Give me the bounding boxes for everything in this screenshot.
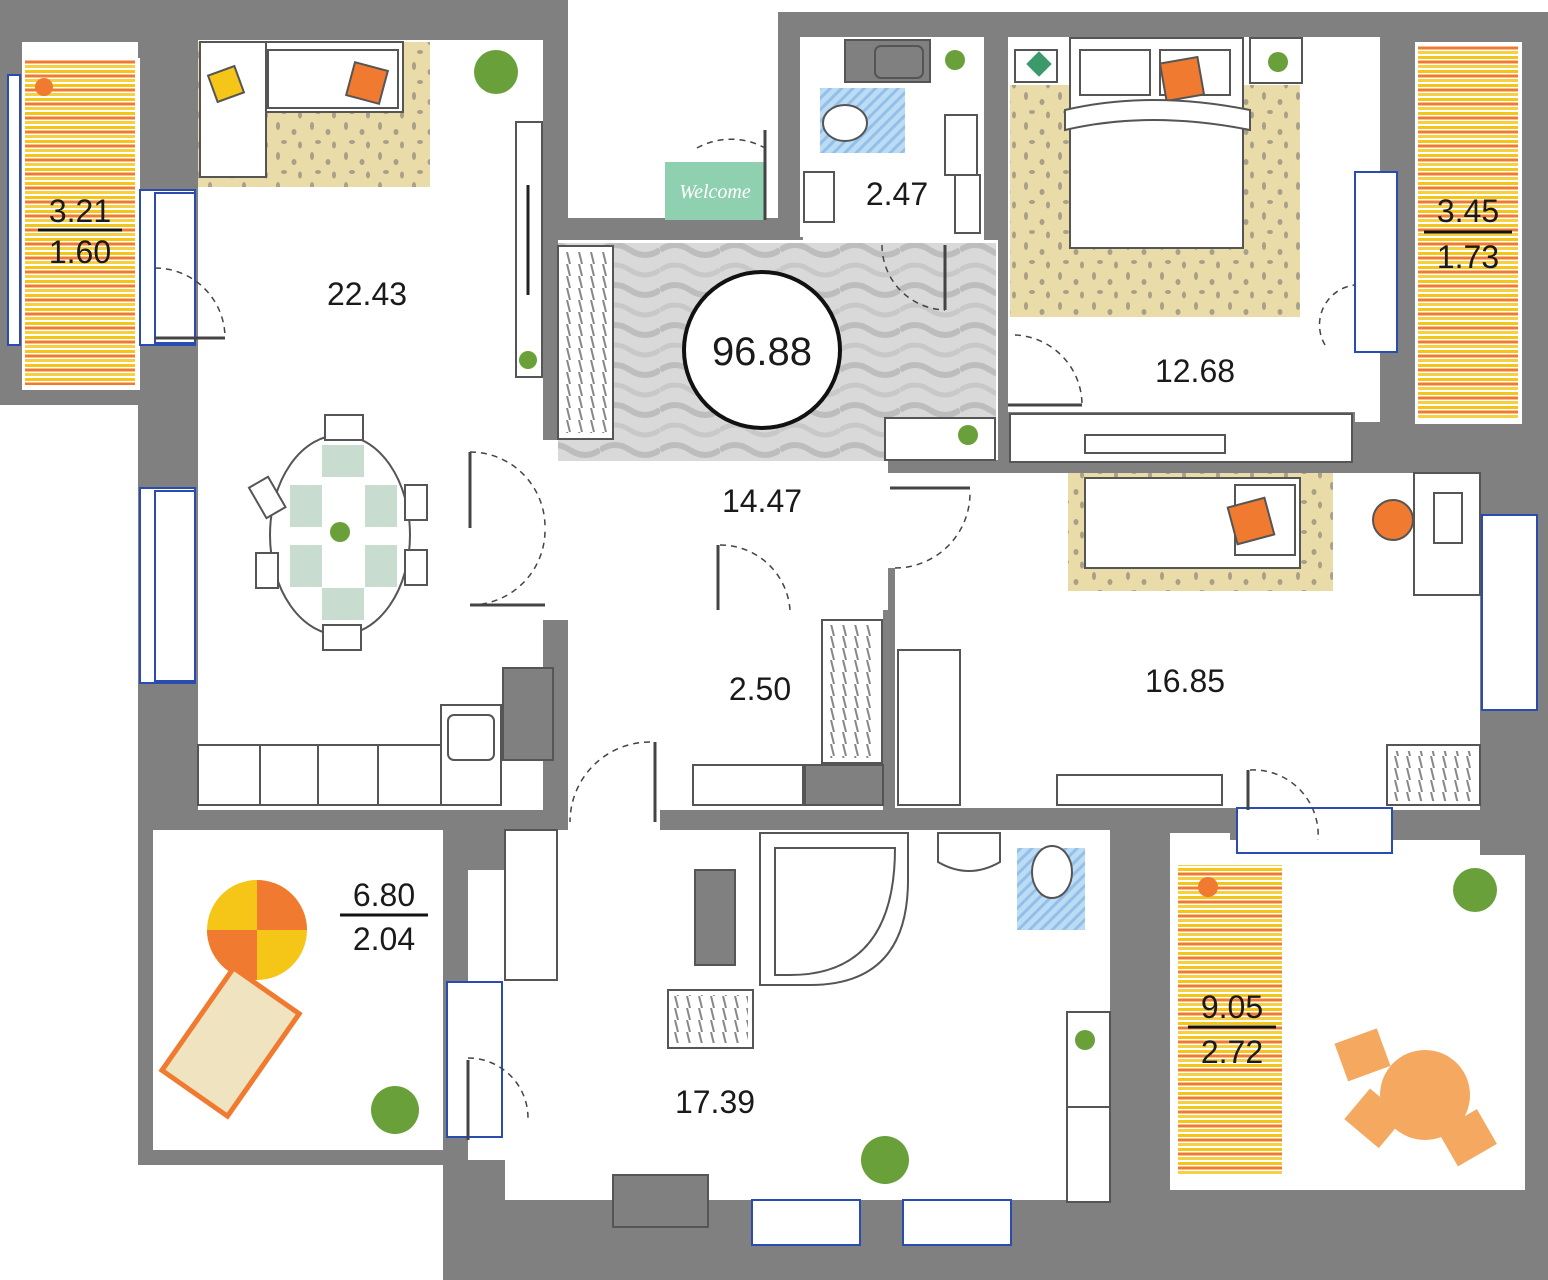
balcony-labels: 3.21 1.60 3.45 1.73 6.80 2.04 9.05 2.72 bbox=[38, 193, 1512, 1070]
sofa bbox=[199, 41, 404, 178]
parasol bbox=[207, 880, 307, 980]
ball-icon bbox=[35, 78, 1218, 897]
double-bed bbox=[884, 37, 1353, 463]
balcony-left-reduced: 1.60 bbox=[49, 234, 111, 270]
main-bathroom-area: 17.39 bbox=[675, 1084, 755, 1120]
desk bbox=[1372, 472, 1481, 596]
small-bathroom-area: 2.47 bbox=[866, 176, 928, 212]
small-bathroom-fixtures bbox=[803, 39, 981, 234]
terrace-right-total: 9.05 bbox=[1201, 989, 1263, 1025]
windows bbox=[7, 74, 1538, 1246]
tv-stand bbox=[515, 121, 543, 378]
living-kitchen-area: 22.43 bbox=[327, 276, 407, 312]
main-bathroom-fixtures bbox=[504, 829, 1111, 1228]
door-swings bbox=[154, 138, 1356, 1119]
door-leaves bbox=[155, 130, 1250, 1140]
hall-area: 14.47 bbox=[722, 483, 802, 519]
terrace-left-reduced: 2.04 bbox=[353, 921, 415, 957]
balcony-right-top-reduced: 1.73 bbox=[1437, 239, 1499, 275]
master-bedroom-area: 12.68 bbox=[1155, 353, 1235, 389]
single-bed bbox=[1084, 477, 1301, 569]
terrace-table bbox=[1334, 1028, 1497, 1167]
lounger bbox=[158, 964, 303, 1120]
terrace-left-total: 6.80 bbox=[353, 877, 415, 913]
hall-wardrobe bbox=[557, 245, 614, 440]
room-labels: 22.43 14.47 2.47 12.68 16.85 2.50 17.39 bbox=[327, 176, 1235, 1120]
walk-in-closet bbox=[692, 619, 961, 806]
kitchen-counter bbox=[197, 667, 554, 806]
second-bedroom-area: 16.85 bbox=[1145, 663, 1225, 699]
bedroom-wardrobe bbox=[1056, 744, 1481, 806]
balcony-right-top-total: 3.45 bbox=[1437, 193, 1499, 229]
terrace-right-reduced: 2.72 bbox=[1201, 1034, 1263, 1070]
total-area: 96.88 bbox=[712, 330, 812, 374]
doormat: Welcome bbox=[665, 162, 765, 220]
total-area-badge: 96.88 bbox=[682, 270, 842, 430]
wardrobe-area: 2.50 bbox=[729, 671, 791, 707]
doormat-text: Welcome bbox=[679, 181, 751, 203]
plant-icon bbox=[330, 50, 1497, 1184]
balcony-left-total: 3.21 bbox=[49, 193, 111, 229]
